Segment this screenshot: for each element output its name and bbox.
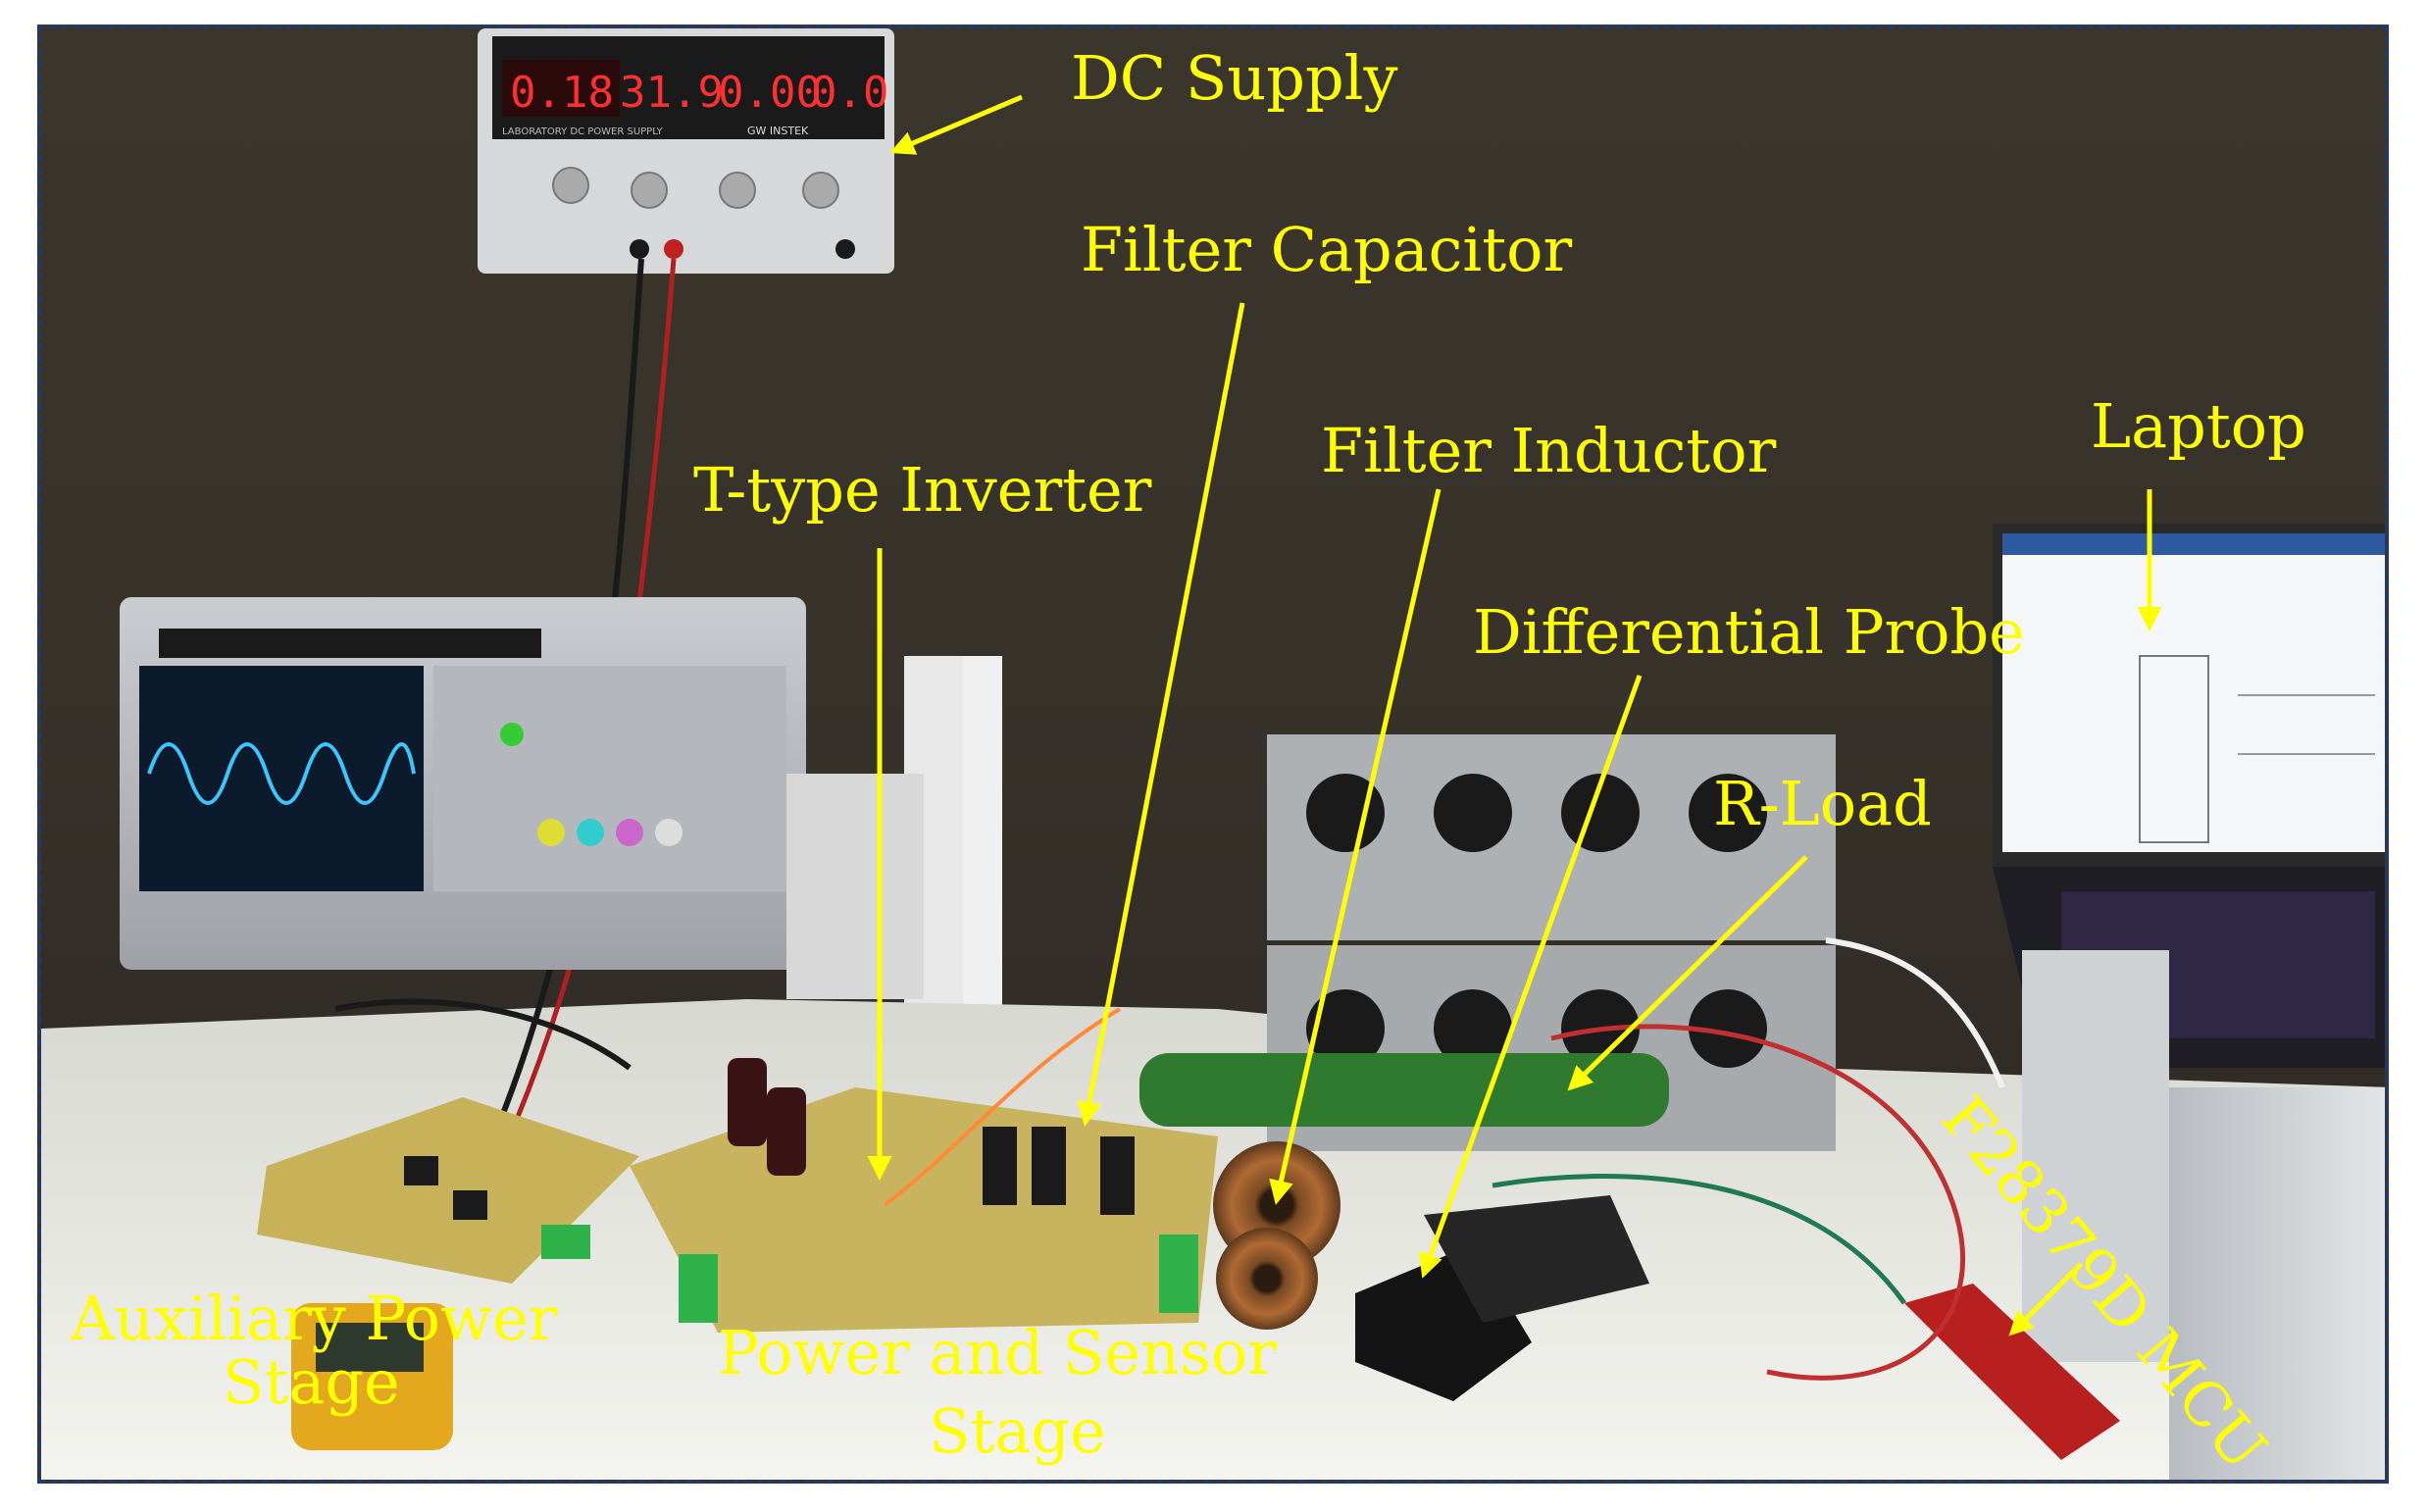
dc-readout-3: 0.00 — [718, 68, 822, 118]
label-power-sensor-stage-line1: Power and Sensor — [718, 1317, 1277, 1388]
label-auxiliary-power-stage-line1: Auxiliary Power — [71, 1283, 558, 1354]
wire — [334, 998, 632, 1071]
white-panel — [963, 656, 1002, 1068]
green-resistor — [1139, 1053, 1669, 1127]
dc-readout-1: 0.18 — [510, 68, 614, 118]
mcu-board — [1904, 1284, 2120, 1460]
dc-panel-text: LABORATORY DC POWER SUPPLY — [502, 126, 663, 137]
instrument-rack — [2169, 1087, 2385, 1480]
dc-readout-2: 31.9 — [620, 68, 724, 118]
laptop — [1993, 524, 2385, 1068]
dc-brand: GW INSTEK — [747, 125, 809, 137]
label-r-load: R-Load — [1713, 768, 1932, 839]
photo-frame: 0.18 31.9 0.00 0.0 LABORATORY DC POWER S… — [37, 25, 2389, 1484]
oscilloscope — [120, 597, 806, 970]
label-power-sensor-stage-line2: Stage — [929, 1395, 1106, 1467]
label-dc-supply: DC Supply — [1071, 42, 1398, 114]
probe-box — [786, 774, 924, 999]
label-differential-probe: Differential Probe — [1473, 596, 2025, 668]
label-auxiliary-power-stage-line2: Stage — [223, 1346, 400, 1418]
label-filter-inductor: Filter Inductor — [1321, 415, 1777, 486]
dc-readout-4: 0.0 — [811, 68, 888, 118]
label-laptop: Laptop — [2091, 390, 2306, 462]
dc-supply: 0.18 31.9 0.00 0.0 LABORATORY DC POWER S… — [478, 28, 894, 274]
wire — [1825, 937, 2005, 1089]
label-filter-capacitor: Filter Capacitor — [1081, 214, 1573, 285]
toroid-inductor — [1216, 1228, 1318, 1330]
label-t-type-inverter: T-type Inverter — [693, 454, 1152, 526]
